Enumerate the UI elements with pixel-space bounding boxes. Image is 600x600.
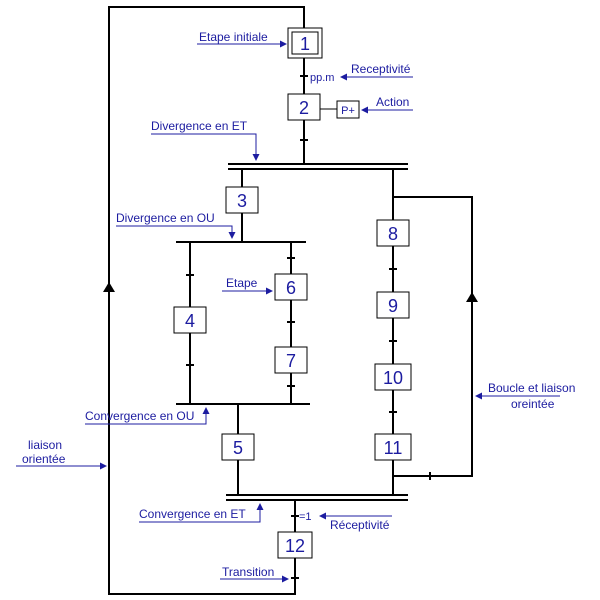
- step-8[interactable]: 8: [376, 219, 410, 247]
- step-3[interactable]: 3: [225, 186, 259, 214]
- annot-boucle-1: Boucle et liaison: [488, 381, 575, 395]
- step-10[interactable]: 10: [374, 363, 412, 391]
- loop-return-line: [393, 196, 473, 477]
- step-6-number: 6: [286, 278, 296, 298]
- step-5-number: 5: [233, 438, 243, 458]
- arrow-convergence-et: [139, 503, 264, 523]
- annot-action: Action: [376, 95, 409, 109]
- step-9-number: 9: [388, 296, 398, 316]
- step-10-number: 10: [383, 368, 403, 388]
- step-6[interactable]: 6: [274, 273, 308, 301]
- annot-liaison-1: liaison: [28, 438, 62, 452]
- step-3-number: 3: [237, 191, 247, 211]
- step-2-number: 2: [299, 98, 309, 118]
- loop-up-arrow: [466, 292, 478, 302]
- action-label: P+: [341, 105, 355, 117]
- annot-receptivite-top: Receptivité: [351, 62, 411, 76]
- annot-divergence-et: Divergence en ET: [151, 119, 248, 133]
- loop-direction-arrow: [103, 282, 115, 292]
- step-7-number: 7: [286, 351, 296, 371]
- annot-convergence-ou: Convergence en OU: [85, 409, 194, 423]
- receptivity-eq-1: =1: [299, 511, 312, 523]
- arrow-divergence-et: [151, 133, 260, 161]
- action-box[interactable]: P+: [336, 100, 360, 119]
- step-12[interactable]: 12: [277, 531, 313, 559]
- step-7[interactable]: 7: [274, 346, 308, 374]
- step-11-number: 11: [384, 438, 403, 458]
- step-1-initial[interactable]: 1: [287, 27, 323, 59]
- step-5[interactable]: 5: [221, 433, 255, 461]
- step-4[interactable]: 4: [173, 306, 207, 334]
- arrow-convergence-ou: [85, 407, 210, 425]
- step-8-number: 8: [388, 224, 398, 244]
- annot-divergence-ou: Divergence en OU: [116, 211, 215, 225]
- arrow-divergence-ou: [116, 225, 236, 239]
- annot-etape-initiale: Etape initiale: [199, 30, 268, 44]
- step-1-number: 1: [300, 34, 310, 54]
- step-4-number: 4: [185, 311, 195, 331]
- annot-etape: Etape: [226, 276, 258, 290]
- step-11[interactable]: 11: [374, 433, 412, 461]
- step-12-number: 12: [285, 536, 305, 556]
- return-loop-line: [108, 6, 305, 595]
- annot-transition: Transition: [222, 565, 274, 579]
- step-2[interactable]: 2: [287, 93, 321, 121]
- annot-liaison-2: orientée: [22, 452, 66, 466]
- annot-receptivite-bottom: Réceptivité: [330, 518, 390, 532]
- receptivity-pp-m: pp.m: [310, 72, 334, 84]
- step-9[interactable]: 9: [376, 291, 410, 319]
- annot-boucle-2: oreintée: [511, 397, 555, 411]
- annot-convergence-et: Convergence en ET: [139, 507, 246, 521]
